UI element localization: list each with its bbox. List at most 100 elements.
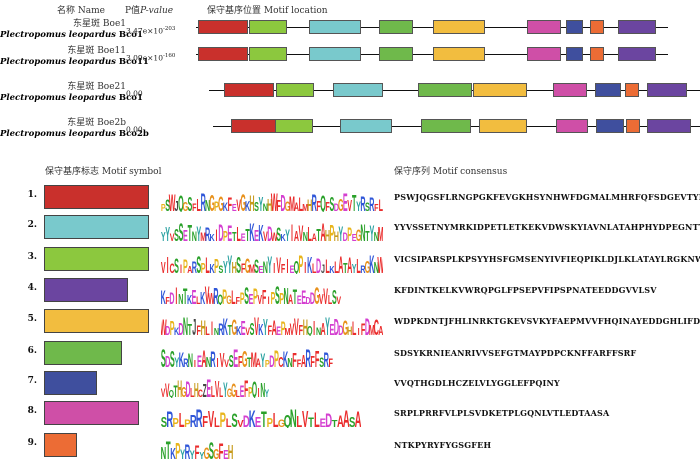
- logo-letter: V: [298, 222, 303, 242]
- logo-letter: K: [249, 218, 254, 242]
- logo-letter: E: [259, 264, 264, 274]
- logo-letter: D: [186, 378, 191, 398]
- logo-letter: N: [290, 406, 297, 428]
- logo-letter: L: [308, 224, 312, 242]
- logo-letter: T: [343, 260, 348, 274]
- motif-7-box: [595, 83, 621, 97]
- motif-consensus: NTKPYRYFYGSGFEH: [394, 440, 492, 450]
- motif-track: [196, 18, 686, 38]
- logo-letter: E: [254, 227, 259, 242]
- logo-letter: L: [312, 262, 317, 274]
- logo-letter: Q: [320, 192, 326, 212]
- logo-letter: F: [292, 350, 296, 368]
- logo-letter: K: [283, 348, 288, 368]
- logo-letter: F: [241, 262, 246, 274]
- logo-letter: A: [338, 251, 343, 274]
- logo-letter: N: [360, 219, 365, 242]
- logo-letter: F: [192, 202, 197, 212]
- logo-letter: J: [192, 315, 196, 336]
- logo-letter: S: [319, 356, 324, 368]
- logo-letter: W: [271, 188, 278, 212]
- location-header: 保守基序位置 Motif location: [207, 6, 328, 16]
- logo-letter: P: [253, 285, 258, 305]
- logo-letter: V: [161, 387, 166, 398]
- logo-letter: S: [174, 256, 179, 274]
- logo-letter: L: [328, 294, 333, 305]
- logo-letter: E: [255, 414, 261, 428]
- logo-letter: K: [329, 264, 335, 274]
- logo-letter: L: [273, 410, 279, 428]
- logo-letter: K: [223, 313, 228, 336]
- logo-letter: F: [244, 375, 248, 398]
- logo-letter: P: [281, 319, 286, 336]
- name-header: 名称 Name: [57, 6, 105, 16]
- logo-letter: G: [365, 257, 371, 274]
- motif-8-box: [556, 119, 588, 133]
- logo-letter: S: [244, 282, 249, 305]
- logo-letter: F: [219, 440, 224, 460]
- logo-letter: Q: [284, 412, 291, 428]
- motif-symbol-bar: [44, 278, 128, 302]
- logo-letter: R: [360, 264, 365, 274]
- logo-letter: N: [287, 356, 292, 368]
- logo-letter: E: [320, 417, 326, 428]
- motif-symbol-bar: [44, 309, 149, 333]
- motif-symbol-bar: [44, 401, 139, 425]
- logo-letter: P: [222, 287, 227, 305]
- logo-letter: N: [192, 230, 197, 242]
- logo-letter: I: [273, 260, 275, 274]
- logo-letter: V: [205, 281, 210, 305]
- gene-common-name: 东星斑 Boe21: [67, 82, 126, 92]
- logo-letter: F: [276, 197, 281, 212]
- logo-letter: H: [201, 318, 206, 336]
- logo-letter: V: [215, 377, 220, 398]
- motif-1-box: [231, 119, 281, 133]
- logo-letter: G: [245, 256, 251, 274]
- logo-letter: R: [360, 194, 365, 212]
- logo-letter: L: [379, 195, 383, 212]
- logo-letter: S: [187, 194, 192, 212]
- logo-letter: R: [183, 357, 188, 368]
- motif-1-box: [198, 20, 248, 34]
- logo-letter: S: [330, 194, 335, 212]
- logo-letter: S: [170, 347, 175, 368]
- logo-letter: K: [369, 250, 374, 274]
- logo-letter: H: [194, 381, 199, 398]
- logo-letter: V: [208, 406, 214, 428]
- motif-6-box: [379, 20, 413, 34]
- logo-letter: P: [267, 417, 274, 428]
- logo-letter: W: [169, 189, 176, 212]
- logo-letter: H: [325, 227, 330, 242]
- logo-letter: K: [223, 201, 229, 212]
- logo-letter: V: [294, 313, 299, 336]
- motif-9-box: [590, 47, 604, 61]
- motif-number: 2.: [27, 220, 37, 230]
- motif-symbol-bar: [44, 247, 149, 271]
- logo-letter: S: [165, 195, 170, 212]
- logo-letter: F: [299, 322, 303, 336]
- gene-common-name: 东星斑 Boe11: [67, 46, 126, 56]
- logo-letter: L: [211, 383, 215, 398]
- gene-pvalue: 0.00: [126, 125, 143, 134]
- logo-letter: D: [334, 202, 339, 212]
- logo-letter: L: [325, 257, 329, 274]
- logo-letter: D: [281, 191, 286, 212]
- logo-letter: K: [187, 294, 192, 305]
- logo-letter: L: [237, 224, 241, 242]
- logo-letter: R: [201, 188, 206, 212]
- logo-letter: T: [308, 414, 314, 428]
- logo-letter: V: [161, 259, 166, 274]
- logo-letter: L: [205, 254, 209, 274]
- logo-letter: L: [226, 417, 232, 428]
- logo-letter: E: [241, 232, 246, 242]
- logo-letter: V: [319, 291, 324, 305]
- logo-letter: C: [170, 262, 175, 274]
- logo-letter: N: [316, 326, 321, 336]
- motif-4-box: [647, 83, 687, 97]
- logo-letter: S: [161, 344, 166, 368]
- motif-symbol-bar: [44, 341, 122, 365]
